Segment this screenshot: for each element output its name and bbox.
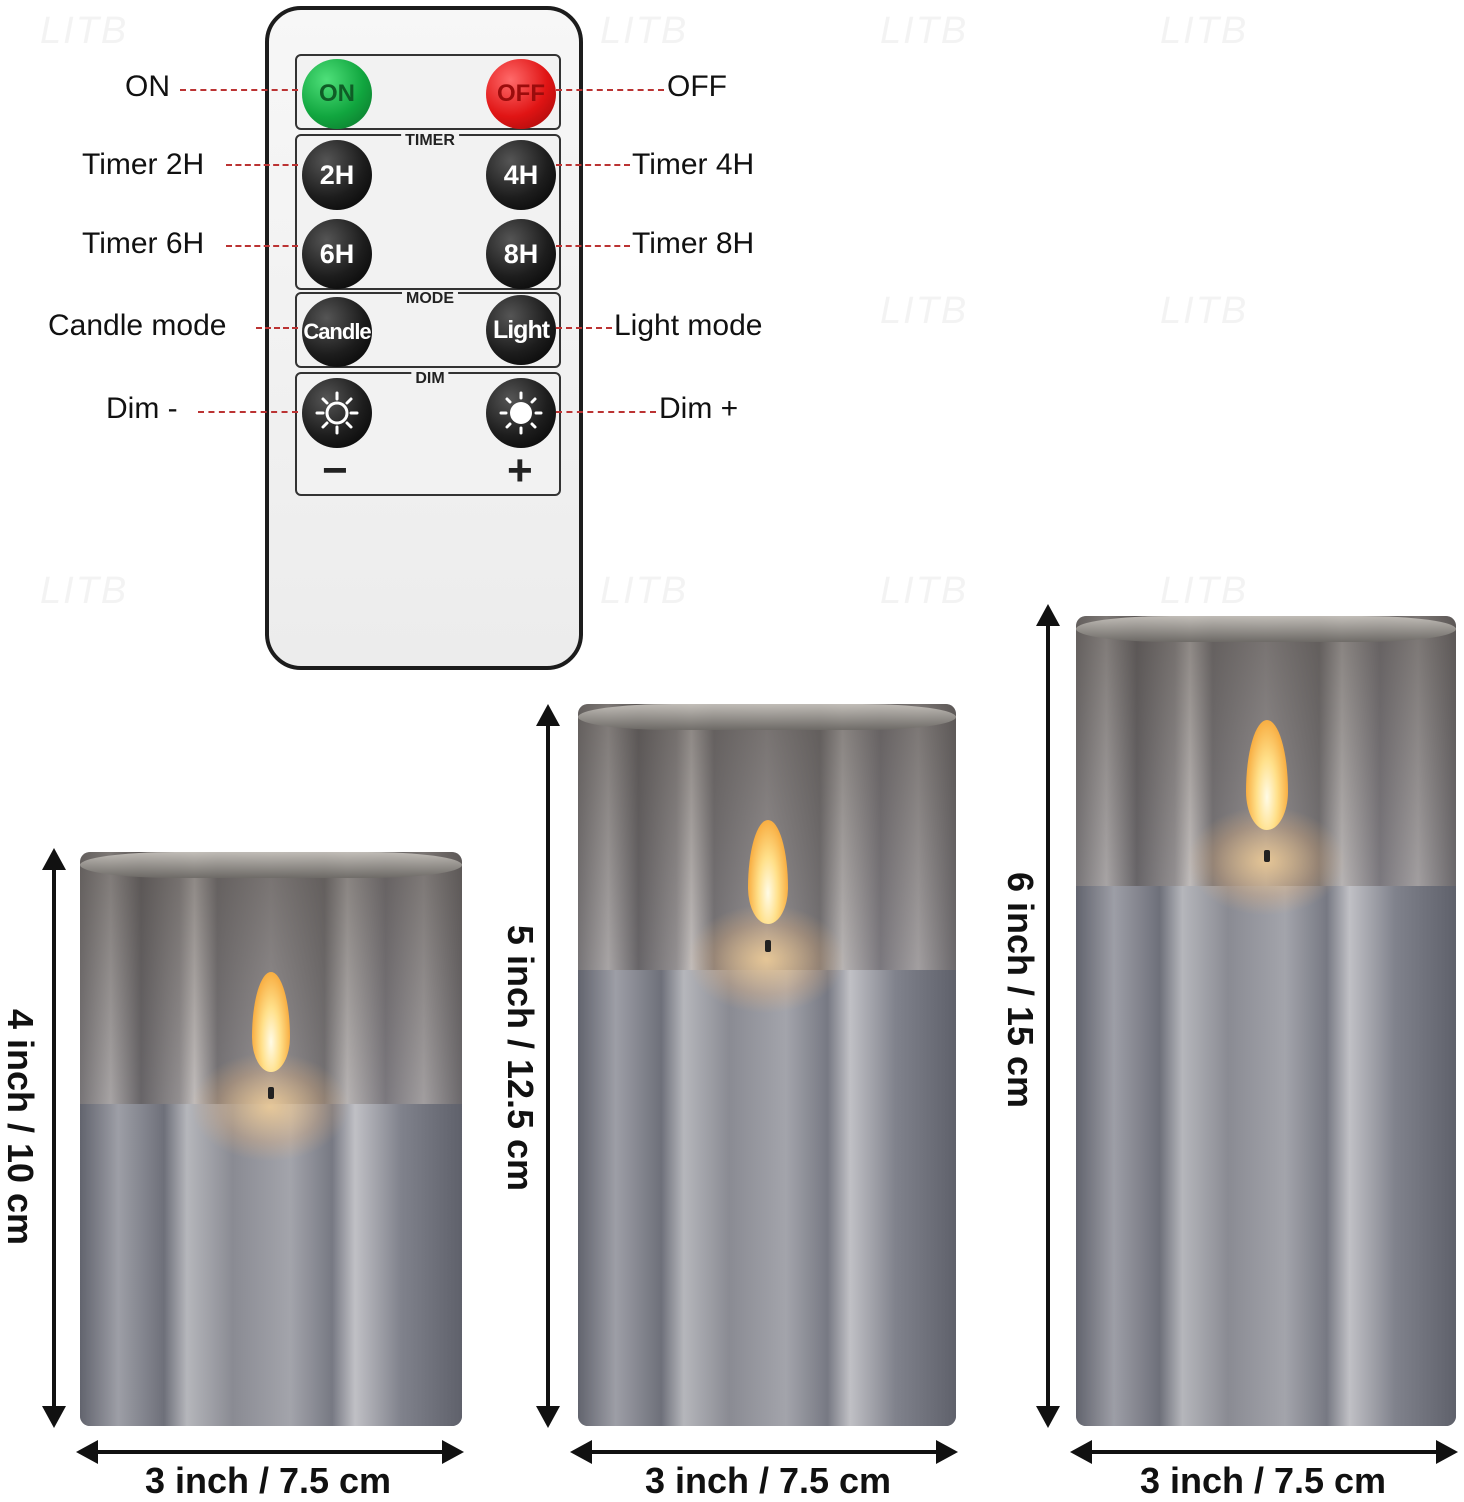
callout-line bbox=[556, 411, 656, 413]
candle-medium bbox=[578, 704, 956, 1426]
arrow-down-icon bbox=[42, 1406, 66, 1428]
arrow-up-icon bbox=[42, 848, 66, 870]
callout-line bbox=[198, 411, 298, 413]
arrow-down-icon bbox=[1036, 1406, 1060, 1428]
callout-timer-8h: Timer 8H bbox=[632, 227, 755, 260]
mode-panel: MODE Candle Light bbox=[295, 290, 561, 368]
callout-timer-4h: Timer 4H bbox=[632, 148, 755, 181]
wick bbox=[1264, 850, 1270, 862]
timer-8h-button[interactable]: 8H bbox=[486, 219, 556, 289]
timer-panel: TIMER 2H 4H 6H 8H bbox=[295, 132, 561, 290]
callout-light-mode: Light mode bbox=[614, 309, 763, 342]
callout-line bbox=[556, 327, 612, 329]
watermark: LITB bbox=[880, 290, 969, 332]
arrow-down-icon bbox=[536, 1406, 560, 1428]
candle-small bbox=[80, 852, 462, 1426]
timer-6h-button[interactable]: 6H bbox=[302, 219, 372, 289]
flame bbox=[1246, 720, 1288, 830]
timer-4h-button[interactable]: 4H bbox=[486, 140, 556, 210]
callout-line bbox=[226, 164, 298, 166]
dim-minus-button[interactable] bbox=[302, 378, 372, 448]
power-panel: ON OFF bbox=[295, 54, 561, 130]
timer-2h-button[interactable]: 2H bbox=[302, 140, 372, 210]
wick bbox=[765, 940, 771, 952]
dim-panel: DIM − bbox=[295, 370, 561, 496]
watermark: LITB bbox=[1160, 290, 1249, 332]
callout-line bbox=[556, 164, 630, 166]
callout-line bbox=[180, 89, 298, 91]
candle-tall bbox=[1076, 616, 1456, 1426]
height-dimension-line bbox=[546, 722, 550, 1412]
height-dimension-line bbox=[1046, 622, 1050, 1412]
arrow-right-icon bbox=[442, 1440, 464, 1464]
callout-candle-mode: Candle mode bbox=[48, 309, 227, 342]
arrow-left-icon bbox=[76, 1440, 98, 1464]
arrow-left-icon bbox=[1070, 1440, 1092, 1464]
flame bbox=[748, 820, 788, 924]
callout-off: OFF bbox=[667, 70, 727, 103]
watermark: LITB bbox=[1160, 10, 1249, 52]
callout-line bbox=[556, 245, 630, 247]
width-dimension-line bbox=[1090, 1450, 1438, 1454]
remote-control: ON OFF TIMER 2H 4H 6H 8H MODE Candle Lig… bbox=[265, 6, 583, 670]
dim-plus-button[interactable] bbox=[486, 378, 556, 448]
dim-group-label: DIM bbox=[411, 370, 449, 388]
candle-mode-button[interactable]: Candle bbox=[302, 297, 372, 367]
width-label-medium: 3 inch / 7.5 cm bbox=[644, 1460, 892, 1501]
on-button[interactable]: ON bbox=[302, 59, 372, 129]
timer-group-label: TIMER bbox=[401, 132, 459, 150]
arrow-right-icon bbox=[1436, 1440, 1458, 1464]
arrow-left-icon bbox=[570, 1440, 592, 1464]
sun-filled-icon bbox=[499, 391, 543, 435]
watermark: LITB bbox=[880, 570, 969, 612]
arrow-up-icon bbox=[1036, 604, 1060, 626]
watermark: LITB bbox=[880, 10, 969, 52]
callout-dim-minus: Dim - bbox=[106, 392, 178, 425]
watermark: LITB bbox=[40, 10, 129, 52]
height-label-medium: 5 inch / 12.5 cm bbox=[500, 924, 541, 1192]
width-label-tall: 3 inch / 7.5 cm bbox=[1139, 1460, 1387, 1501]
mode-group-label: MODE bbox=[402, 290, 458, 308]
sun-outline-icon bbox=[315, 391, 359, 435]
height-dimension-line bbox=[52, 866, 56, 1410]
width-dimension-line bbox=[96, 1450, 444, 1454]
watermark: LITB bbox=[1160, 570, 1249, 612]
callout-line bbox=[226, 245, 298, 247]
light-mode-button[interactable]: Light bbox=[486, 295, 556, 365]
watermark: LITB bbox=[600, 10, 689, 52]
minus-symbol: − bbox=[322, 446, 348, 495]
callout-dim-plus: Dim + bbox=[659, 392, 739, 425]
wick bbox=[268, 1087, 274, 1099]
flame bbox=[252, 972, 290, 1072]
callout-timer-2h: Timer 2H bbox=[82, 148, 205, 181]
watermark: LITB bbox=[40, 570, 129, 612]
width-dimension-line bbox=[590, 1450, 938, 1454]
height-label-small: 4 inch / 10 cm bbox=[0, 1008, 41, 1246]
width-label-small: 3 inch / 7.5 cm bbox=[144, 1460, 392, 1501]
arrow-up-icon bbox=[536, 704, 560, 726]
watermark: LITB bbox=[600, 570, 689, 612]
plus-symbol: + bbox=[507, 446, 533, 495]
callout-line bbox=[556, 89, 664, 91]
callout-timer-6h: Timer 6H bbox=[82, 227, 205, 260]
callout-on: ON bbox=[125, 70, 170, 103]
callout-line bbox=[256, 327, 298, 329]
off-button[interactable]: OFF bbox=[486, 59, 556, 129]
height-label-tall: 6 inch / 15 cm bbox=[1000, 871, 1041, 1109]
arrow-right-icon bbox=[936, 1440, 958, 1464]
